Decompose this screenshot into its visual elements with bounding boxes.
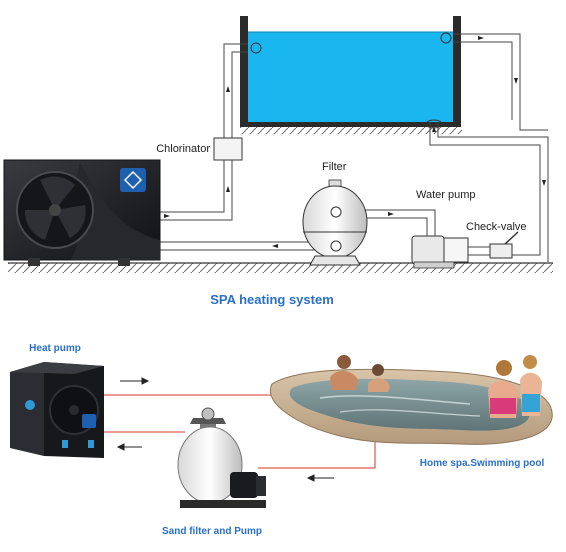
chlorinator — [213, 137, 243, 161]
arrow-icon — [542, 180, 546, 186]
arrow-icon — [306, 474, 315, 482]
arrow-icon — [432, 126, 436, 132]
arrow-icon — [226, 86, 230, 92]
arrow-icon — [226, 186, 230, 192]
arrow-icon — [116, 443, 125, 451]
chlorinator-label: Chlorinator — [156, 143, 210, 155]
water-pump — [411, 235, 469, 269]
sand-filter-label: Sand filter and Pump — [162, 526, 262, 537]
check-valve — [489, 231, 519, 259]
diagram-title: SPA heating system — [210, 292, 334, 307]
arrow-icon — [141, 377, 150, 385]
arrow-icon — [478, 36, 484, 40]
sand-filter-pump — [177, 407, 266, 508]
logo-icon — [82, 414, 96, 428]
water-pump-label: Water pump — [416, 189, 476, 201]
logo-icon — [120, 168, 146, 192]
bottom-flow-arrows — [116, 377, 334, 482]
heat-pump-label: Heat pump — [29, 343, 81, 354]
top-diagram: Chlorinator Filter Water pump Check-valv… — [3, 16, 553, 307]
ground-line — [8, 262, 553, 273]
connection-lines — [104, 394, 376, 469]
pool-structure — [240, 16, 462, 134]
pool-fittings — [250, 32, 452, 129]
pool-water — [248, 32, 453, 122]
check-valve-label: Check-valve — [466, 221, 527, 233]
arrow-icon — [388, 212, 394, 216]
fan-icon — [24, 176, 86, 240]
bathers — [330, 355, 542, 418]
sand-filter-tank — [302, 179, 368, 266]
pool-label: Home spa.Swimming pool — [420, 458, 545, 469]
bottom-diagram: Heat pump — [10, 343, 553, 537]
filter-label: Filter — [322, 161, 347, 173]
arrow-icon — [164, 214, 170, 218]
heat-pump-unit-top — [3, 159, 161, 266]
heat-pump-unit-bottom — [10, 362, 104, 458]
pipes — [160, 33, 549, 262]
arrow-icon — [272, 244, 278, 248]
arrow-icon — [514, 78, 518, 84]
